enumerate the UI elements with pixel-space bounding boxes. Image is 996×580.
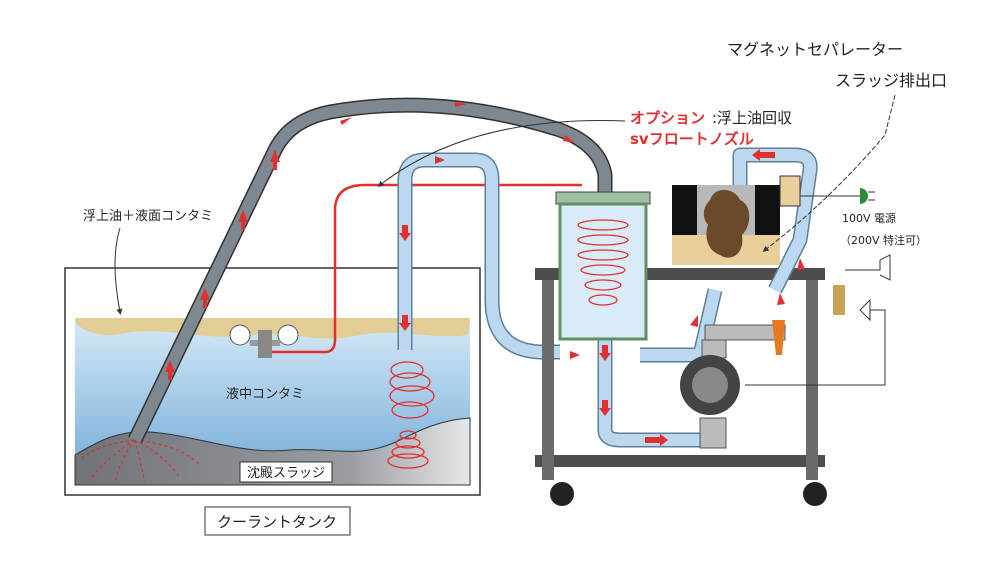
coolant-tank-label: クーラントタンク xyxy=(217,513,337,531)
cyclone-tank xyxy=(555,191,651,341)
magnet-separator-label: マグネットセパレーター xyxy=(727,40,903,59)
float-hose xyxy=(272,183,582,354)
swirl-flow xyxy=(387,361,435,469)
suction-pipe xyxy=(129,99,611,443)
power-plug-icon xyxy=(860,188,868,204)
sediment-sludge-label: 沈殿スラッジ xyxy=(247,466,325,481)
liquid-contam-label: 液中コンタミ xyxy=(226,387,304,402)
cart-pipes xyxy=(599,149,817,446)
flow-arrows xyxy=(165,102,805,446)
diaphragm-pump xyxy=(680,254,891,449)
option-description: :浮上油回収 xyxy=(712,109,792,127)
sludge-outlet-pointer xyxy=(762,94,896,252)
option-label: オプション xyxy=(630,109,705,127)
coolant-tank-label-box xyxy=(204,506,351,536)
coolant-tank: 沈殿スラッジ 液中コンタミ xyxy=(64,267,481,496)
surface-contam-pointer xyxy=(114,227,123,315)
sediment-sludge xyxy=(74,417,471,486)
floating-oil-layer xyxy=(75,318,470,339)
surface-contam-label: 浮上油＋液面コンタミ xyxy=(83,209,213,224)
power-label: 100V 電源 xyxy=(842,211,896,225)
power-option-label: （200V 特注可） xyxy=(840,233,927,247)
float-nozzle-label: svフロートノズル xyxy=(630,130,754,148)
float-nozzle xyxy=(229,324,299,358)
suction-flow xyxy=(79,439,201,483)
sludge-outlet-label: スラッジ排出口 xyxy=(835,71,947,90)
magnet-separator xyxy=(672,175,875,265)
float-nozzle-pointer xyxy=(377,120,626,187)
